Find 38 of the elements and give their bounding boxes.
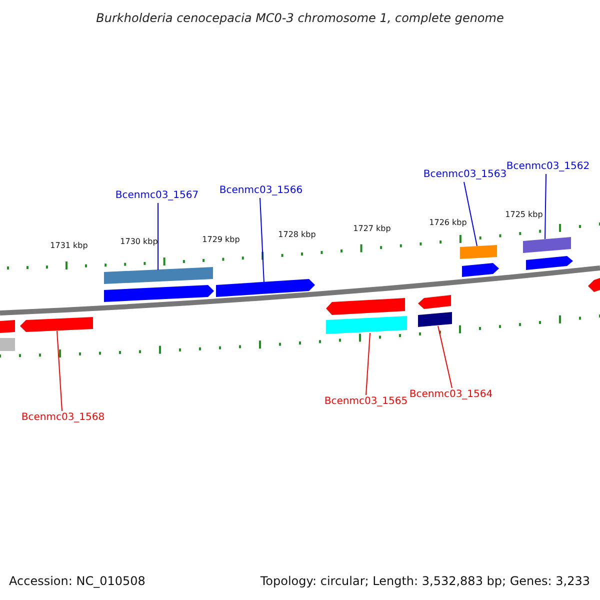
scale-label: 1727 kbp xyxy=(353,225,391,233)
gene-feature xyxy=(418,295,451,309)
scale-label: 1729 kbp xyxy=(202,236,240,244)
gene-feature xyxy=(526,256,573,270)
gene-feature xyxy=(0,320,15,333)
gene-feature xyxy=(462,263,499,277)
leader-line xyxy=(366,332,370,396)
gene-label: Bcenmc03_1564 xyxy=(409,390,493,400)
gene-feature xyxy=(0,338,15,351)
scale-label: 1728 kbp xyxy=(278,231,316,239)
leader-line xyxy=(464,182,478,246)
gene-feature xyxy=(523,237,571,253)
gene-feature xyxy=(216,279,315,297)
footer-text: Accession: NC_010508 xyxy=(9,575,146,587)
gene-feature xyxy=(460,245,497,259)
gene-feature xyxy=(326,316,407,334)
gene-feature xyxy=(104,285,214,302)
gene-label: Bcenmc03_1563 xyxy=(423,170,507,180)
leader-line xyxy=(56,330,62,412)
gene-feature xyxy=(418,312,452,327)
gene-label: Bcenmc03_1565 xyxy=(324,397,408,407)
gene-feature xyxy=(588,278,600,292)
gene-label: Bcenmc03_1567 xyxy=(115,191,199,201)
scale-label: 1725 kbp xyxy=(505,211,543,219)
gene-feature xyxy=(104,267,213,284)
scale-label: 1730 kbp xyxy=(120,238,158,246)
scale-label: 1731 kbp xyxy=(50,242,88,250)
gene-label: Bcenmc03_1562 xyxy=(506,162,590,172)
scale-label: 1726 kbp xyxy=(429,219,467,227)
leader-line xyxy=(544,174,546,240)
gene-feature xyxy=(326,298,405,315)
leader-line xyxy=(260,198,264,284)
gene-feature xyxy=(20,317,93,332)
leader-line xyxy=(438,326,452,388)
gene-label: Bcenmc03_1568 xyxy=(21,413,105,423)
footer-text: Topology: circular; Length: 3,532,883 bp; Genes: 3,233 xyxy=(260,575,590,587)
gene-label: Bcenmc03_1566 xyxy=(219,186,303,196)
title: Burkholderia cenocepacia MC0-3 chromosome 1, complete genome xyxy=(96,12,504,24)
